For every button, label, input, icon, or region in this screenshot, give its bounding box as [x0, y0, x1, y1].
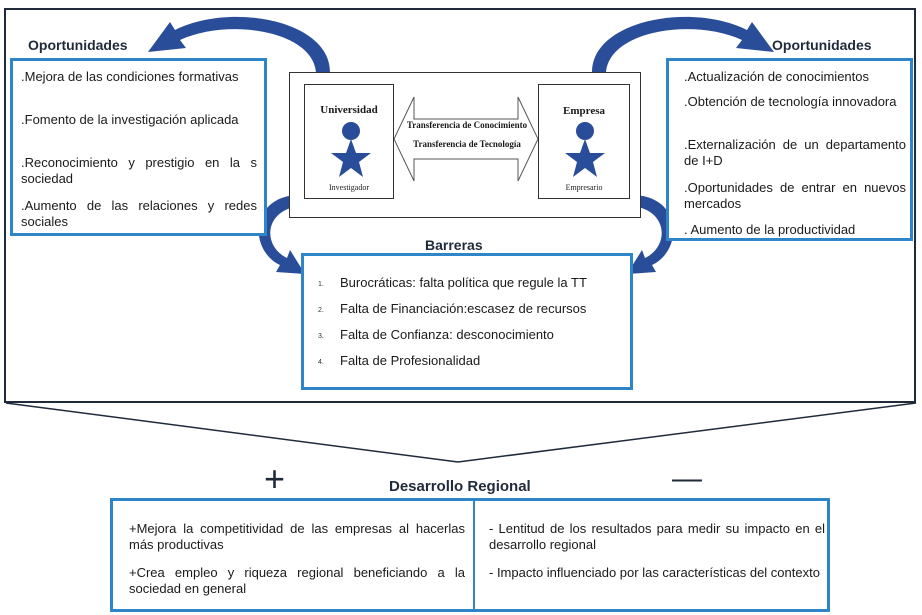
arrow-company-to-right-opportunities	[592, 16, 774, 72]
university-entity: Universidad Investigador	[304, 84, 394, 199]
barrier-number: 4.	[318, 359, 324, 366]
arrow-university-to-barriers	[258, 195, 305, 274]
right-opportunity-item: .Externalización de un departamento de I…	[684, 137, 906, 168]
person-icon	[331, 122, 371, 177]
technology-transfer-label: Transferencia de Tecnología	[413, 139, 521, 149]
barrier-item: Burocráticas: falta política que regule …	[340, 275, 587, 290]
regional-box: +Mejora la competitividad de las empresa…	[110, 498, 830, 612]
right-opportunity-item: .Actualización de conocimientos	[684, 69, 869, 84]
barrier-item: Falta de Profesionalidad	[340, 353, 481, 368]
left-opportunities-title: Oportunidades	[28, 37, 128, 53]
diagram-frame	[4, 8, 916, 403]
left-opportunity-item: .Mejora de las condiciones formativas	[21, 69, 239, 84]
knowledge-transfer-label: Transferencia de Conocimiento	[406, 120, 528, 130]
positive-item: +Crea empleo y riqueza regional benefici…	[129, 565, 465, 596]
left-opportunity-item: .Aumento de las relaciones y redes socia…	[21, 198, 257, 229]
transfer-panel: Universidad Investigador Empresa Empresa…	[289, 72, 641, 218]
barriers-title: Barreras	[425, 237, 483, 253]
barrier-number: 3.	[318, 333, 324, 340]
company-subtitle: Empresario	[565, 183, 603, 192]
barrier-number: 1.	[318, 281, 324, 288]
left-opportunities-box: .Mejora de las condiciones formativas .F…	[10, 58, 267, 236]
negative-item: - Impacto influenciado por las caracterí…	[489, 565, 820, 580]
barrier-number: 2.	[318, 307, 324, 314]
positive-item: +Mejora la competitividad de las empresa…	[129, 521, 465, 552]
person-icon	[565, 122, 605, 177]
barriers-box: 1. Burocráticas: falta política que regu…	[301, 253, 633, 390]
double-arrow-icon	[394, 96, 538, 182]
university-subtitle: Investigador	[329, 183, 369, 192]
barrier-item: Falta de Financiación:escasez de recurso…	[340, 301, 587, 316]
right-opportunities-box: .Actualización de conocimientos .Obtenci…	[666, 58, 913, 241]
company-title: Empresa	[563, 105, 605, 117]
regional-title: Desarrollo Regional	[389, 478, 531, 495]
right-opportunities-title: Oportunidades	[772, 37, 872, 53]
right-opportunity-item: . Aumento de la productividad	[684, 222, 856, 237]
right-opportunity-item: .Obtención de tecnología innovadora	[684, 94, 897, 109]
arrow-company-to-barriers	[627, 195, 674, 274]
company-entity: Empresa Empresario	[538, 84, 630, 199]
regional-divider	[473, 501, 475, 609]
barrier-item: Falta de Confianza: desconocimiento	[340, 327, 554, 342]
negative-item: - Lentitud de los resultados para medir …	[489, 521, 825, 552]
plus-symbol: +	[264, 458, 286, 499]
university-title: Universidad	[320, 104, 378, 116]
minus-symbol: —	[672, 462, 702, 495]
left-opportunity-item: .Fomento de la investigación aplicada	[21, 112, 239, 127]
arrow-university-to-left-opportunities	[148, 16, 330, 72]
left-opportunity-item: .Reconocimiento y prestigio en la s soci…	[21, 155, 257, 186]
right-opportunity-item: .Oportunidades de entrar en nuevos merca…	[684, 180, 906, 211]
